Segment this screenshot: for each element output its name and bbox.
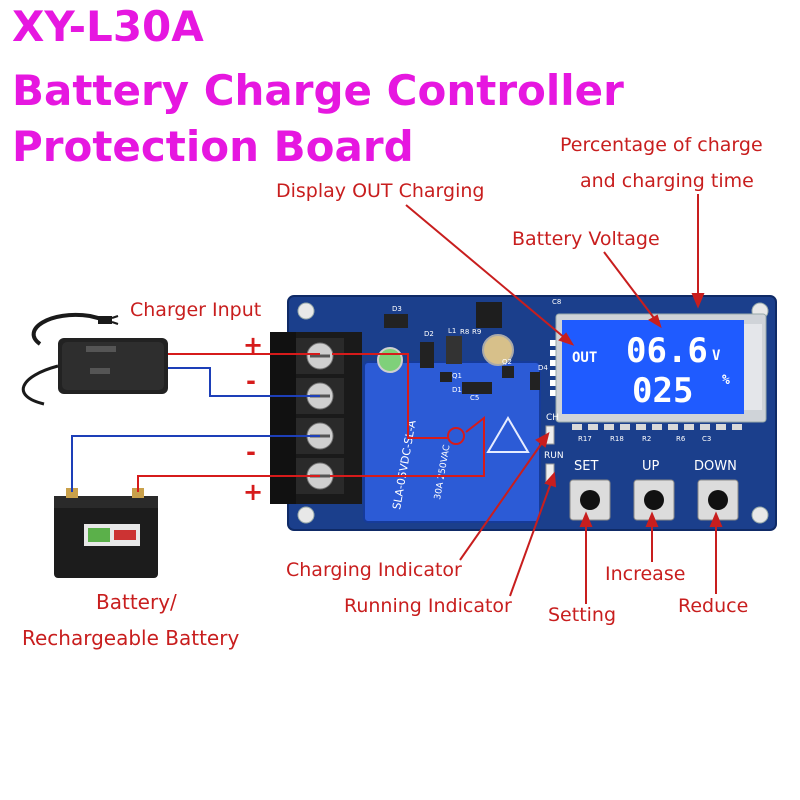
label-reduce: Reduce <box>678 595 749 617</box>
lcd-voltage-unit: V <box>712 348 721 364</box>
led-ch-label: CH <box>546 413 559 423</box>
sign-plus-bottom: + <box>243 478 264 506</box>
led-run-label: RUN <box>544 451 564 461</box>
button-down-label: DOWN <box>694 459 737 474</box>
lcd-percent-value: 025 <box>632 371 693 411</box>
svg-text:R18: R18 <box>610 435 624 443</box>
diode-d3 <box>384 314 408 328</box>
lcd-voltage-value: 06.6 <box>626 331 708 371</box>
svg-text:D3: D3 <box>392 305 402 313</box>
button-down[interactable] <box>697 479 739 521</box>
svg-text:D2: D2 <box>424 330 434 338</box>
svg-text:R17: R17 <box>578 435 592 443</box>
label-increase: Increase <box>605 563 686 585</box>
title-line-3: Protection Board <box>12 122 414 171</box>
svg-text:C8: C8 <box>552 298 561 306</box>
svg-text:L1: L1 <box>448 327 456 335</box>
button-set-label: SET <box>574 459 598 474</box>
sign-minus-2: - <box>246 438 256 466</box>
capacitor-gold <box>482 334 514 366</box>
lcd-screen <box>562 320 744 414</box>
svg-text:R8: R8 <box>460 328 469 336</box>
diode-d4 <box>530 372 540 390</box>
capacitor-green <box>377 347 403 373</box>
callout-arrows <box>405 194 723 604</box>
button-set[interactable] <box>569 479 611 521</box>
label-running-indicator: Running Indicator <box>344 595 512 617</box>
button-up-label: UP <box>642 459 660 474</box>
terminal-block-lip <box>270 332 296 504</box>
label-display-out: Display OUT Charging <box>276 180 485 202</box>
lcd-percent-unit: % <box>722 373 730 388</box>
svg-text:D1: D1 <box>452 386 462 394</box>
diode-d2 <box>420 342 434 368</box>
label-battery-line-1: Battery/ <box>96 590 177 614</box>
lcd-display: OUT 06.6 V 025 % <box>555 313 767 423</box>
diode-d1 <box>462 382 492 394</box>
mount-hole <box>297 506 315 524</box>
transistor-q2 <box>502 366 514 378</box>
svg-text:Q2: Q2 <box>502 358 512 366</box>
sign-minus-1: - <box>246 367 256 395</box>
mount-hole <box>751 506 769 524</box>
label-charging-indicator: Charging Indicator <box>286 559 462 581</box>
svg-text:Q1: Q1 <box>452 372 462 380</box>
button-up[interactable] <box>633 479 675 521</box>
label-percentage-line-2: and charging time <box>580 170 754 192</box>
title-model: XY-L30A <box>12 2 204 51</box>
label-percentage-line-1: Percentage of charge <box>560 134 763 156</box>
smd-resistors <box>572 424 742 430</box>
lcd-out-label: OUT <box>572 350 597 366</box>
svg-text:R6: R6 <box>676 435 686 443</box>
label-charger-input: Charger Input <box>130 299 262 321</box>
battery-icon <box>54 488 158 578</box>
ic-chip <box>476 302 502 328</box>
svg-text:C3: C3 <box>702 435 711 443</box>
title-line-2: Battery Charge Controller <box>12 66 624 115</box>
svg-text:D4: D4 <box>538 364 548 372</box>
label-setting: Setting <box>548 604 617 626</box>
label-battery-line-2: Rechargeable Battery <box>22 626 240 650</box>
pin-header <box>550 340 556 396</box>
transistor-q1 <box>440 372 452 382</box>
inductor-l1 <box>446 336 462 364</box>
charger-icon <box>21 312 168 406</box>
svg-text:C5: C5 <box>470 394 479 402</box>
svg-text:R9: R9 <box>472 328 481 336</box>
svg-text:R2: R2 <box>642 435 651 443</box>
label-battery-voltage: Battery Voltage <box>512 228 660 250</box>
sign-plus-top: + <box>243 331 264 359</box>
mount-hole <box>297 302 315 320</box>
